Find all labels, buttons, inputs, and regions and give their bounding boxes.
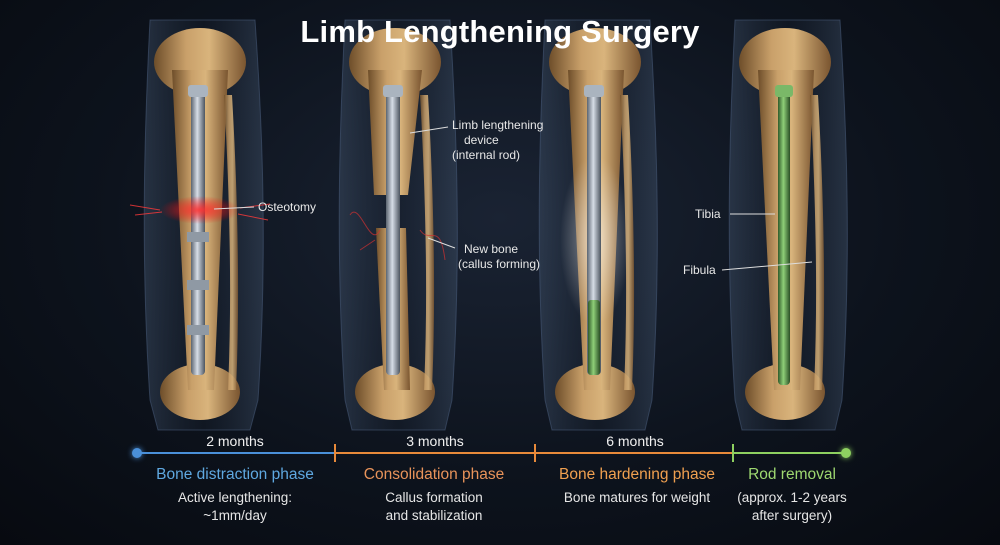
label-device-line1: Limb lengthening [452, 118, 544, 132]
timeline-segment-2 [335, 452, 535, 454]
label-new-bone-line1: New bone [464, 242, 519, 256]
label-device: Limb lengthening device (internal rod) [452, 118, 543, 163]
label-new-bone-line2: (callus forming) [458, 257, 541, 271]
timeline-tick-3 [732, 444, 734, 462]
timeline-end-dot [841, 448, 851, 458]
phase-name-distraction: Bone distraction phase [156, 466, 314, 483]
phase-desc-consolidation-line2: and stabilization [385, 508, 483, 523]
leg-4-rod-removal [721, 19, 848, 431]
phase-desc-distraction-line1: Active lengthening: [177, 490, 293, 505]
label-tibia: Tibia [695, 207, 721, 221]
leg-3-hardening [538, 19, 658, 431]
phase-desc-consolidation-line1: Callus formation [385, 490, 483, 505]
label-device-line2: device [464, 133, 499, 147]
timeline-tick-1 [334, 444, 336, 462]
duration-3: 6 months [606, 433, 664, 449]
phase-desc-hardening: Bone matures for weight [532, 489, 742, 507]
leg-1-distraction [129, 19, 271, 431]
phase-desc-distraction-line2: ~1mm/day [203, 508, 267, 523]
phase-desc-rod-removal-line1: (approx. 1-2 years [737, 490, 847, 505]
timeline-start-dot [132, 448, 142, 458]
duration-1: 2 months [206, 433, 264, 449]
page-title: Limb Lengthening Surgery [300, 14, 700, 49]
label-osteotomy: Osteotomy [258, 200, 317, 214]
phase-desc-hardening-line1: Bone matures for weight [563, 490, 711, 505]
label-device-line3: (internal rod) [452, 148, 521, 162]
timeline-segment-4 [733, 452, 846, 454]
label-fibula: Fibula [683, 263, 716, 277]
duration-2: 3 months [406, 433, 464, 449]
label-new-bone: New bone (callus forming) [458, 242, 540, 272]
timeline-segment-1 [137, 452, 335, 454]
phase-name-rod-removal: Rod removal [748, 466, 836, 483]
osteotomy-glow [160, 196, 240, 224]
phase-desc-consolidation: Callus formation and stabilization [329, 489, 539, 525]
leg-2-consolidation [338, 19, 458, 431]
phase-desc-distraction: Active lengthening: ~1mm/day [130, 489, 340, 525]
phase-desc-rod-removal: (approx. 1-2 years after surgery) [687, 489, 897, 525]
timeline-segment-3 [535, 452, 733, 454]
phase-name-consolidation: Consolidation phase [363, 466, 505, 483]
timeline-tick-2 [534, 444, 536, 462]
phase-name-hardening: Bone hardening phase [559, 466, 715, 483]
phase-desc-rod-removal-line2: after surgery) [751, 508, 833, 523]
